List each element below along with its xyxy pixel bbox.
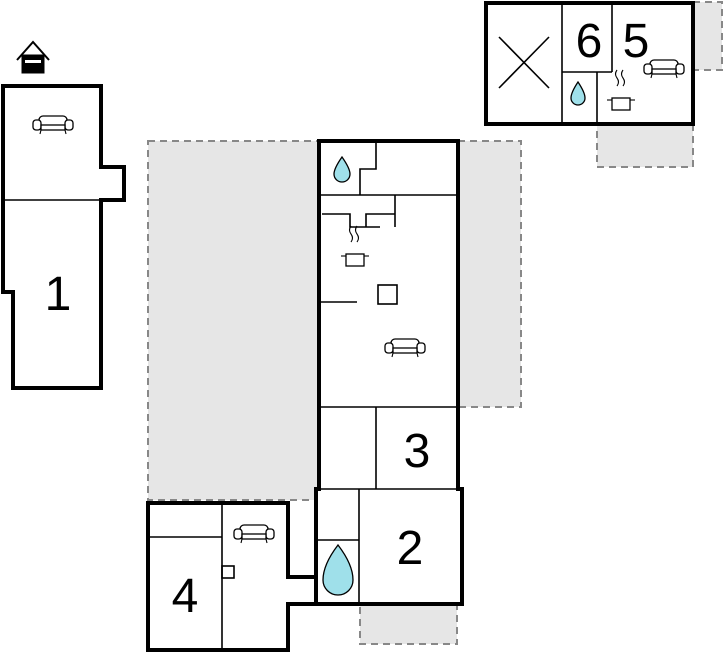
bathroom-wall bbox=[359, 141, 377, 195]
water-drop-icon bbox=[333, 155, 351, 183]
building-4-outline bbox=[146, 501, 318, 652]
building-main-outline bbox=[314, 139, 464, 606]
room-label-1: 1 bbox=[45, 268, 72, 321]
room-label-2: 2 bbox=[397, 522, 424, 575]
building-main bbox=[314, 139, 464, 606]
water-drop-icon bbox=[322, 543, 354, 596]
terrace-left bbox=[147, 140, 320, 501]
room-label-5: 5 bbox=[623, 15, 650, 68]
stair-wall bbox=[322, 213, 380, 228]
entrance-icon bbox=[16, 40, 50, 74]
sofa-icon bbox=[384, 338, 426, 358]
building-1 bbox=[1, 84, 126, 390]
building-1-outline bbox=[1, 84, 126, 390]
sofa-icon bbox=[643, 59, 685, 79]
terrace-bottom bbox=[359, 603, 458, 645]
room-label-4: 4 bbox=[172, 570, 199, 623]
room-label-6: 6 bbox=[576, 15, 603, 68]
cross-icon bbox=[498, 36, 550, 89]
sofa-icon bbox=[233, 524, 275, 544]
pillar bbox=[377, 284, 398, 305]
building-5-6 bbox=[484, 1, 695, 126]
stair-wall bbox=[365, 213, 395, 227]
terrace-right bbox=[457, 140, 522, 408]
building-4 bbox=[146, 501, 318, 652]
water-drop-icon bbox=[570, 80, 586, 106]
building-5-6-outline bbox=[484, 1, 695, 126]
outdoor-areas bbox=[147, 1, 723, 645]
sofa-icon bbox=[32, 115, 74, 135]
pillar bbox=[221, 565, 235, 579]
room-label-3: 3 bbox=[404, 425, 431, 478]
terrace-top-right-bottom bbox=[596, 123, 694, 168]
cooking-pot-icon bbox=[341, 225, 369, 267]
terrace-top-right-side bbox=[692, 1, 723, 71]
cooking-pot-icon bbox=[607, 69, 635, 111]
